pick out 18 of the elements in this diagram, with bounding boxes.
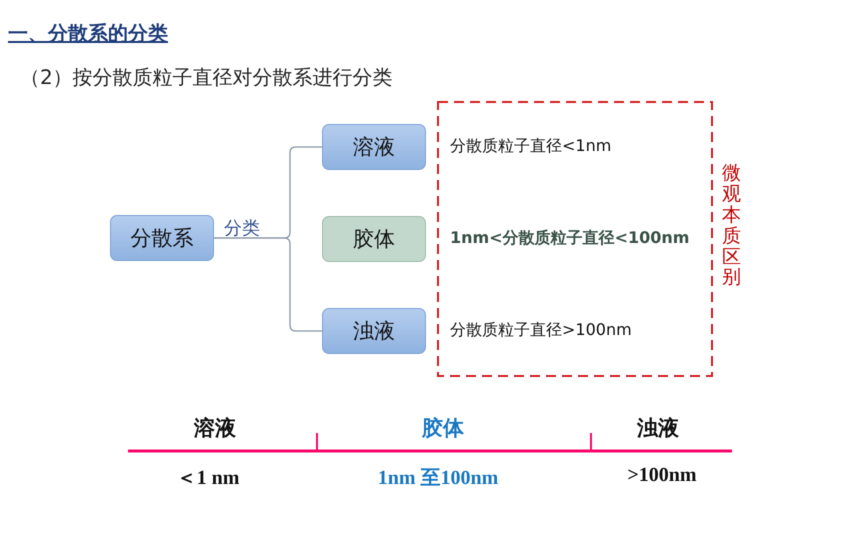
size-description: 1nm<分散质粒子直径<100nm <box>450 228 690 249</box>
size-range: 1nm 至100nm <box>378 466 498 491</box>
heading: 一、分散系的分类 <box>8 20 168 47</box>
category-box: 溶液 <box>322 124 426 170</box>
edge-label: 分类 <box>224 217 260 240</box>
category-box: 分散系 <box>110 215 214 261</box>
size-range: >100nm <box>627 464 697 487</box>
category-label: 胶体 <box>422 415 464 442</box>
category-box: 浊液 <box>322 308 426 354</box>
size-range: ＜1 nm <box>176 466 240 491</box>
category-box: 胶体 <box>322 216 426 262</box>
size-description: 分散质粒子直径<1nm <box>450 136 612 157</box>
category-label: 溶液 <box>194 415 236 442</box>
bracket-connector <box>214 237 322 332</box>
vertical-note: 微观本质区别 <box>722 163 741 288</box>
subtitle: （2）按分散质粒子直径对分散系进行分类 <box>20 64 393 91</box>
category-label: 浊液 <box>637 415 679 442</box>
size-description: 分散质粒子直径>100nm <box>450 320 632 341</box>
